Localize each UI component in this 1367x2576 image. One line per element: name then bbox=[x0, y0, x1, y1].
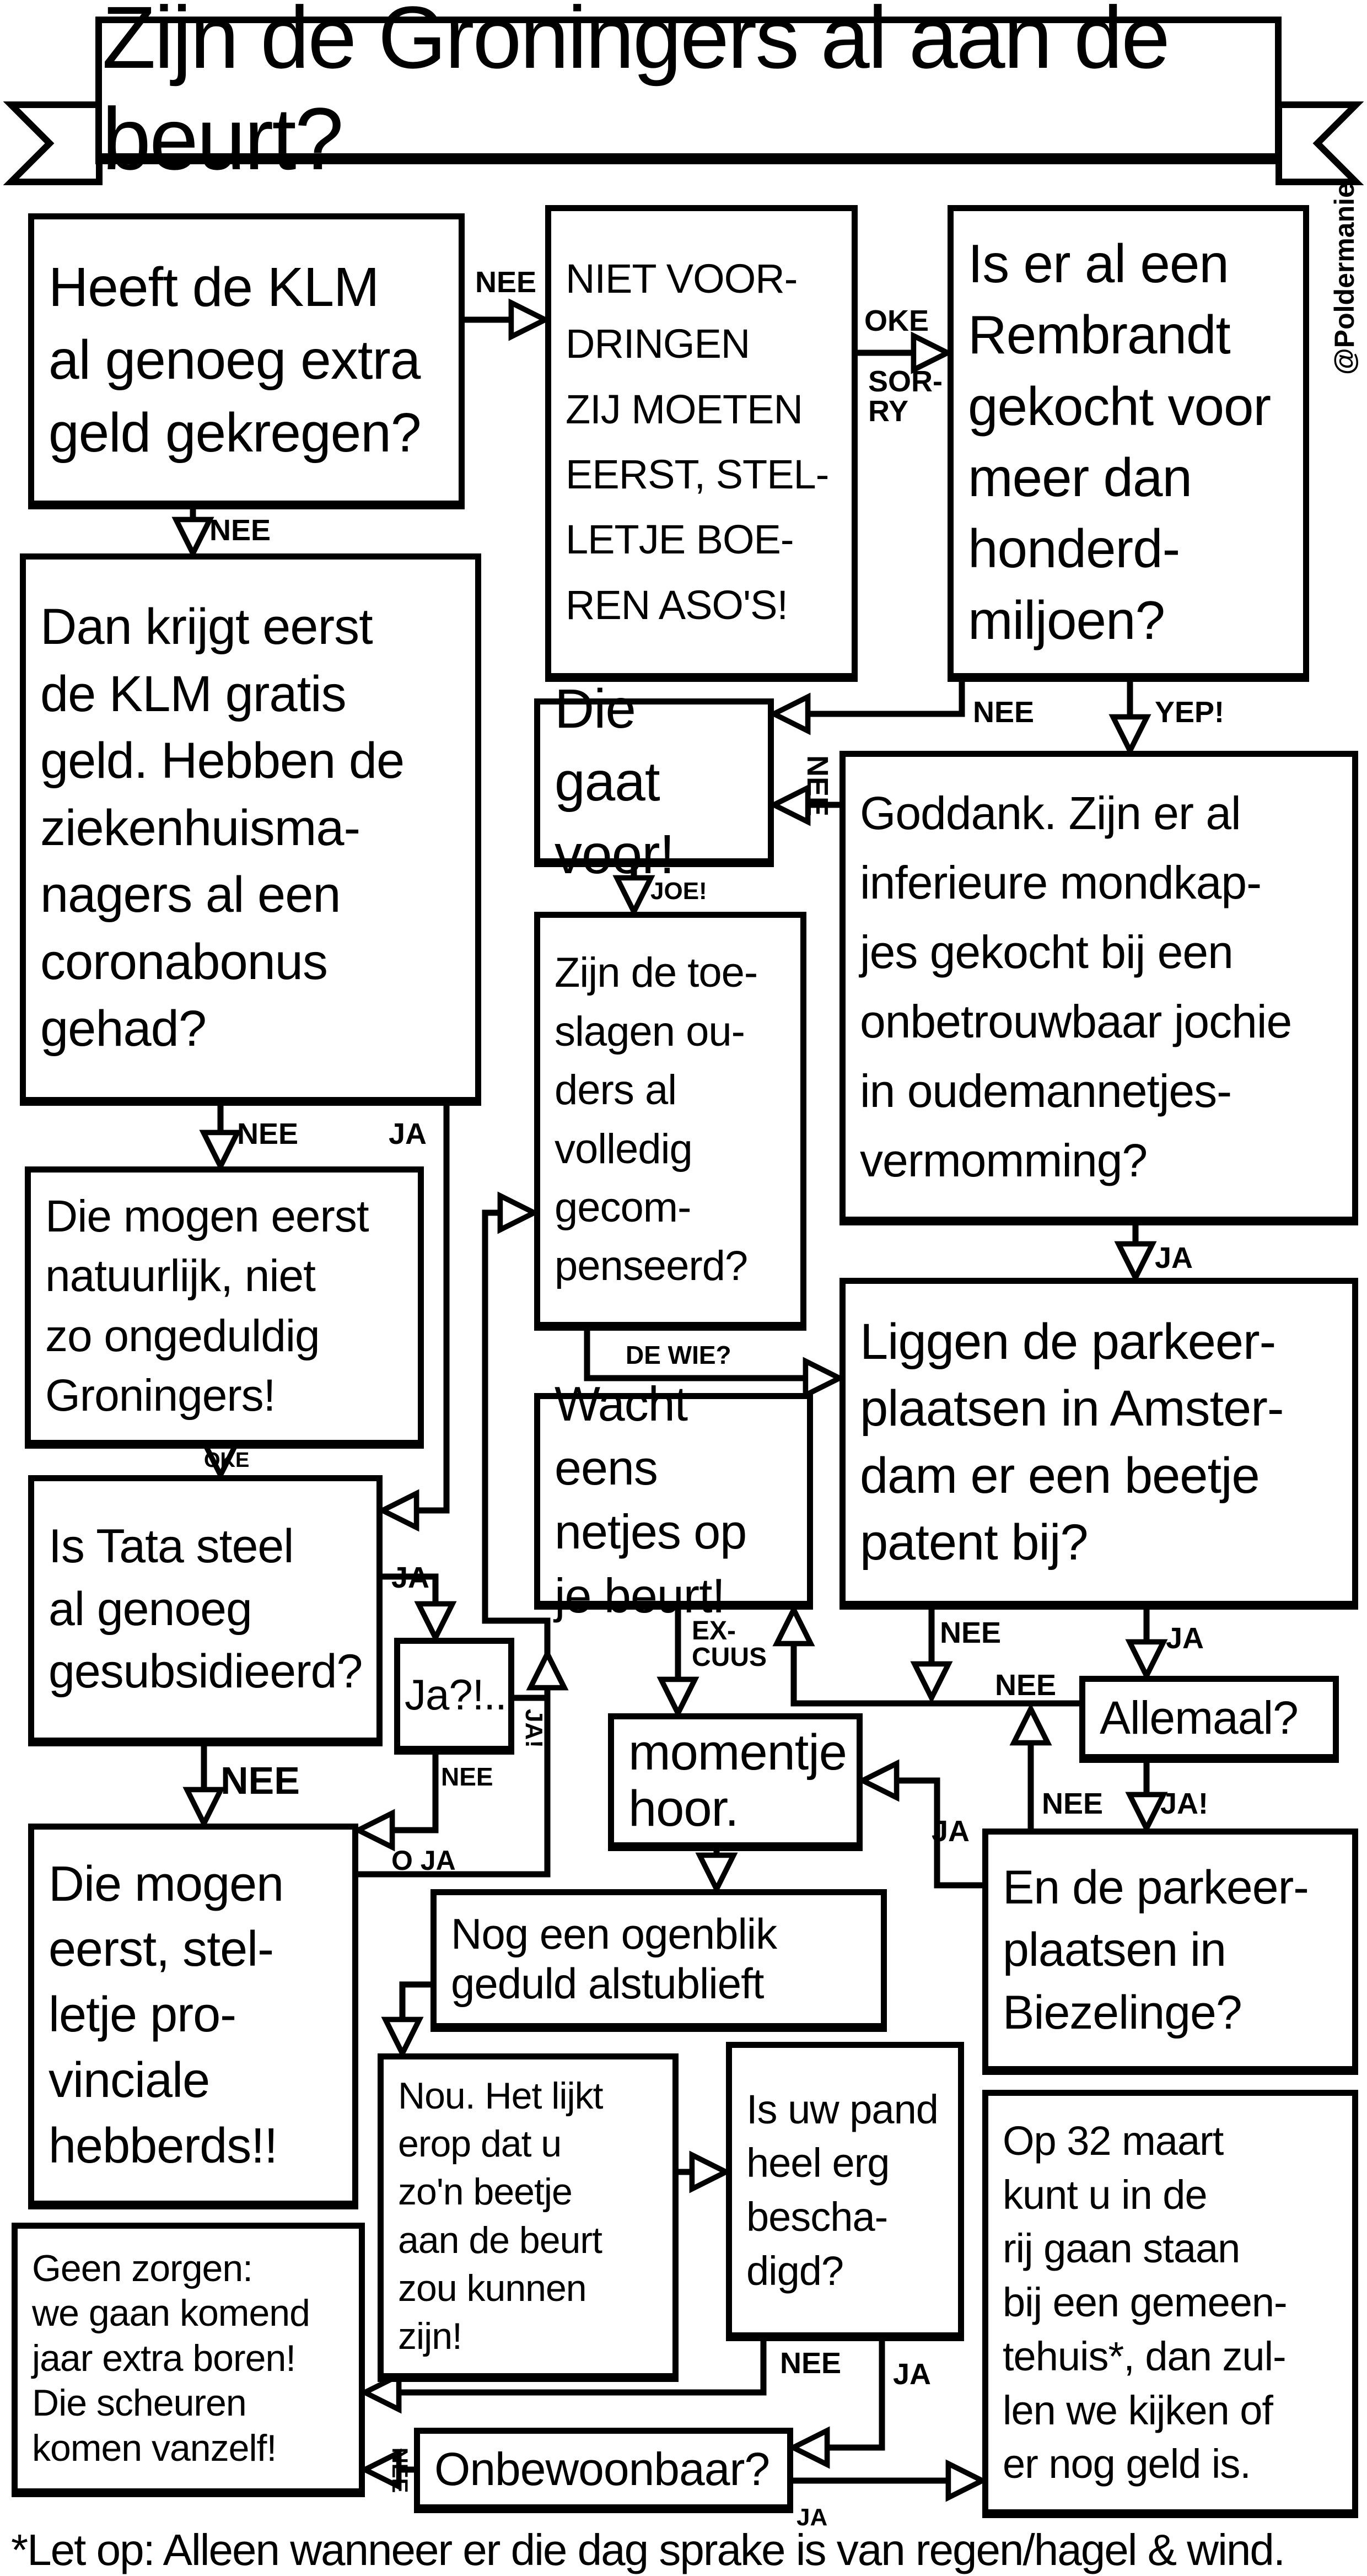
label-nee: NEE bbox=[388, 2448, 412, 2493]
box-biezelinge: En de parkeer- plaatsen in Biezelinge? bbox=[982, 1829, 1358, 2075]
watermark: @Poldermanie bbox=[1329, 182, 1360, 375]
banner-left-end bbox=[3, 101, 103, 185]
label-ja: JA bbox=[391, 1561, 430, 1594]
box-klm: Heeft de KLM al genoeg extra geld gekreg… bbox=[28, 213, 465, 509]
box-rembrandt: Is er al een Rembrandt gekocht voor meer… bbox=[948, 205, 1309, 682]
label-sorry: SOR- RY bbox=[868, 365, 943, 428]
label-ja: JA bbox=[796, 2504, 828, 2531]
box-pand: Is uw pand heel erg bescha- digd? bbox=[726, 2042, 964, 2341]
label-joe: JOE! bbox=[650, 878, 707, 905]
box-parkeer-amsterdam: Liggen de parkeer- plaatsen in Amster- d… bbox=[839, 1278, 1358, 1610]
label-de-wie: DE WIE? bbox=[626, 1341, 731, 1369]
footnote: *Let op: Alleen wanneer er die dag sprak… bbox=[11, 2525, 1285, 2574]
label-nee: NEE bbox=[237, 1117, 299, 1150]
label-ja: JA bbox=[932, 1815, 970, 1848]
banner-right-end bbox=[1275, 101, 1364, 185]
label-ja: JA! bbox=[1160, 1787, 1209, 1820]
box-momentje: momentje hoor. bbox=[608, 1713, 863, 1851]
arrow bbox=[383, 1573, 435, 1638]
label-nee: NEE bbox=[220, 1759, 300, 1802]
arrow bbox=[383, 1106, 450, 1510]
label-oke: OKE bbox=[204, 1449, 250, 1472]
box-toeslagen: Zijn de toe- slagen ou- ders al volledig… bbox=[534, 912, 806, 1331]
arrow bbox=[358, 1213, 551, 1878]
box-wacht: Wacht eens netjes op je beurt! bbox=[534, 1376, 813, 1623]
label-nee: NEE bbox=[973, 696, 1035, 729]
box-ja-question: Ja?!.. bbox=[394, 1638, 514, 1755]
arrow bbox=[584, 1331, 839, 1378]
label-ja: JA bbox=[893, 2358, 932, 2391]
page-title: Zijn de Groningers al aan de beurt? bbox=[95, 0, 1282, 188]
label-nee: NEE bbox=[801, 755, 834, 817]
label-nee: NEE bbox=[475, 266, 537, 299]
label-excuus: EX- CUUS bbox=[692, 1616, 767, 1672]
arrow bbox=[793, 2341, 885, 2448]
box-tata: Is Tata steel al genoeg gesubsidieerd? bbox=[28, 1475, 383, 1746]
label-ja: JA bbox=[389, 1117, 427, 1150]
box-mondkapjes: Goddank. Zijn er al inferieure mondkap- … bbox=[839, 751, 1358, 1225]
arrow bbox=[514, 1654, 547, 1701]
box-provinciale: Die mogen eerst, stel- letje pro- vincia… bbox=[28, 1824, 358, 2209]
label-ja: JA! bbox=[520, 1709, 547, 1748]
arrow bbox=[794, 1610, 1079, 1707]
box-nou: Nou. Het lijkt erop dat u zo'n beetje aa… bbox=[378, 2053, 679, 2382]
box-allemaal: Allemaal? bbox=[1079, 1676, 1339, 1763]
label-yep: YEP! bbox=[1155, 696, 1225, 729]
box-gaat-voor: Die gaat voor! bbox=[534, 678, 774, 885]
label-nee: NEE bbox=[780, 2347, 842, 2380]
label-o-ja: O JA bbox=[391, 1845, 456, 1876]
box-ogenblik: Nog een ogenblik geduld alstublieft bbox=[430, 1889, 887, 2032]
label-nee: NEE bbox=[940, 1616, 1002, 1649]
label-nee: NEE bbox=[995, 1669, 1057, 1702]
label-nee: NEE bbox=[1042, 1787, 1104, 1820]
box-geen-zorgen: Geen zorgen: we gaan komend jaar extra b… bbox=[12, 2223, 365, 2497]
box-klm-gratis: Dan krijgt eerst de KLM gratis geld. Heb… bbox=[20, 553, 481, 1106]
arrow bbox=[863, 1781, 982, 1889]
box-onbewoonbaar: Onbewoonbaar? bbox=[414, 2428, 793, 2513]
box-niet-voordringen: NIET VOOR- DRINGEN ZIJ MOETEN EERST, STE… bbox=[545, 205, 858, 682]
box-ongeduldig: Die mogen eerst natuurlijk, niet zo onge… bbox=[25, 1166, 424, 1449]
arrow bbox=[365, 2341, 767, 2392]
box-maart: Op 32 maart kunt u in de rij gaan staan … bbox=[982, 2090, 1358, 2518]
label-ja: JA bbox=[1155, 1241, 1193, 1274]
arrow bbox=[774, 682, 965, 714]
arrow bbox=[358, 1755, 439, 1830]
label-nee: NEE bbox=[209, 514, 271, 547]
label-oke: OKE bbox=[864, 304, 929, 337]
arrow bbox=[402, 1981, 430, 2053]
label-nee: NEE bbox=[441, 1762, 493, 1791]
label-ja: JA bbox=[1166, 1622, 1204, 1655]
